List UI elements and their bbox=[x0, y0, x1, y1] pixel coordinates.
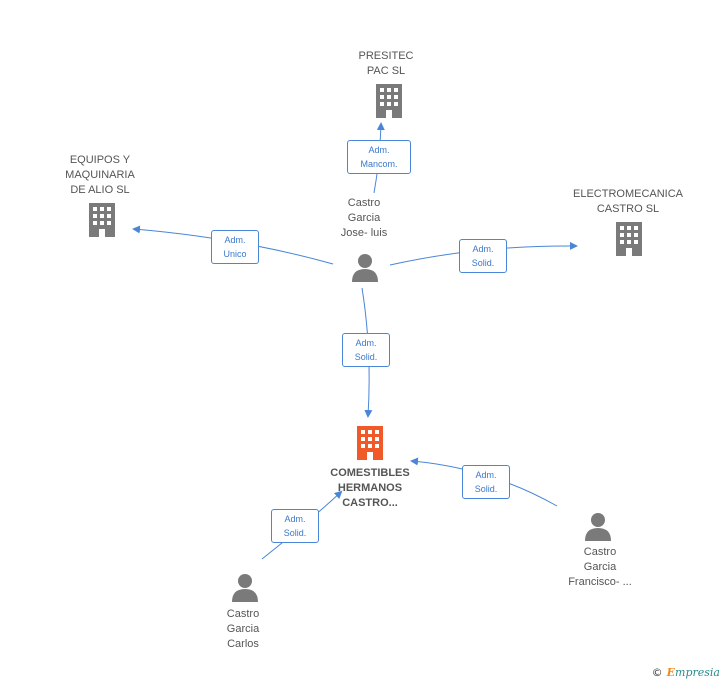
brand-name: mpresia bbox=[675, 666, 720, 679]
node-label-comestibles[interactable]: COMESTIBLES HERMANOS CASTRO... bbox=[330, 467, 410, 509]
person-icon bbox=[352, 254, 378, 282]
person-icon bbox=[232, 574, 258, 602]
brand-initial: E bbox=[666, 666, 676, 679]
edge-badge-unico[interactable]: Adm. Unico bbox=[211, 230, 259, 264]
building-icon bbox=[89, 203, 115, 237]
edge-badge-solid-francisco[interactable]: Adm. Solid. bbox=[462, 465, 510, 499]
edge-badge-solid-carlos[interactable]: Adm. Solid. bbox=[271, 509, 319, 543]
node-label-presitec[interactable]: PRESITEC PAC SL bbox=[358, 50, 414, 77]
node-label-francisco[interactable]: Castro Garcia Francisco- ... bbox=[568, 546, 632, 588]
building-icon bbox=[376, 84, 402, 118]
edge-badge-solid-comestibles[interactable]: Adm. Solid. bbox=[342, 333, 390, 367]
node-label-carlos[interactable]: Castro Garcia Carlos bbox=[226, 608, 260, 650]
focus-building-icon bbox=[357, 426, 383, 460]
edge-badge-mancom[interactable]: Adm. Mancom. bbox=[347, 140, 411, 174]
empresia-watermark: ©Empresia bbox=[652, 666, 720, 679]
node-label-jose-luis[interactable]: Castro Garcia Jose- luis bbox=[340, 197, 388, 239]
person-icon bbox=[585, 513, 611, 541]
node-label-equipos[interactable]: EQUIPOS Y MAQUINARIA DE ALIO SL bbox=[65, 154, 135, 196]
edge-badge-solid-electromecanica[interactable]: Adm. Solid. bbox=[459, 239, 507, 273]
node-label-electromecanica[interactable]: ELECTROMECANICA CASTRO SL bbox=[572, 188, 684, 215]
copyright-symbol: © bbox=[651, 666, 663, 679]
building-icon bbox=[616, 222, 642, 256]
